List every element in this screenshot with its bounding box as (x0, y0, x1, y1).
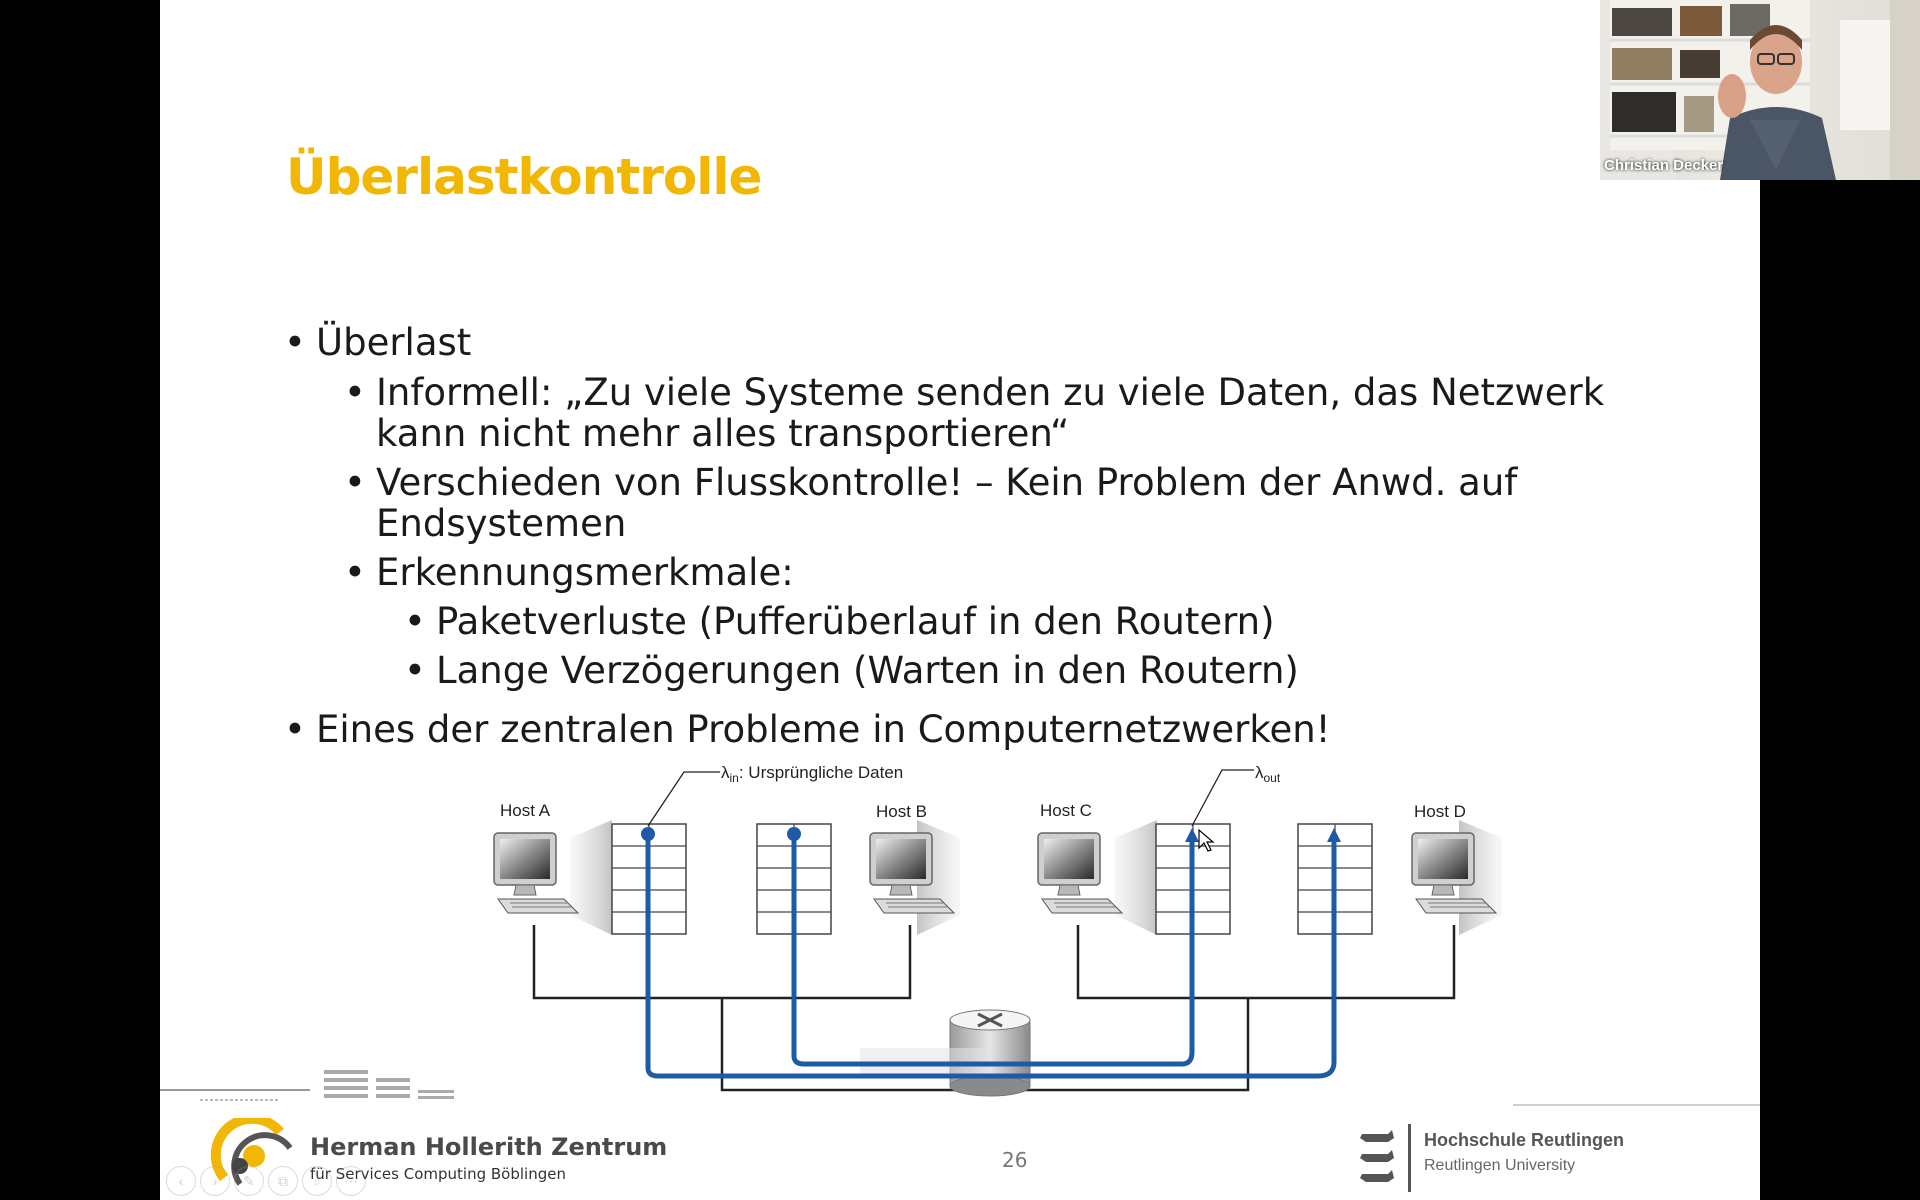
pen-tool-button[interactable]: ✎ (234, 1166, 264, 1196)
host-a-label: Host A (500, 801, 551, 820)
host-a-cone (570, 820, 612, 935)
bookshelf (1610, 0, 1920, 180)
bullet-informell: • Informell: „Zu viele Systeme senden zu… (344, 371, 1605, 455)
footer-building-graphic (160, 1070, 454, 1101)
participant-name: Christian Decker (1604, 157, 1724, 174)
host-c-cone (1115, 820, 1157, 935)
slide-page-number: 26 (1002, 1148, 1028, 1172)
bullet-flusskontrolle: • Verschieden von Flusskontrolle! – Kein… (344, 461, 1518, 545)
network-congestion-diagram: Host A Host B Host C Host D λin: Ursprün… (493, 763, 1502, 1097)
previous-slide-button[interactable]: ‹ (166, 1166, 196, 1196)
video-feed (1600, 0, 1920, 180)
bullet-paketverluste: • Paketverluste (Pufferüberlauf in den R… (404, 600, 1275, 643)
bullet-verzoegerungen: • Lange Verzögerungen (Warten in den Rou… (404, 649, 1299, 692)
host-d-label: Host D (1414, 802, 1466, 821)
presentation-slide: Überlastkontrolle • Überlast • Informell… (160, 0, 1760, 1200)
more-options-button[interactable]: ⋯ (336, 1166, 366, 1196)
university-subtitle: Reutlingen University (1424, 1157, 1576, 1174)
footer-divider (1513, 1104, 1760, 1106)
bullet-zentrale-probleme: • Eines der zentralen Probleme in Comput… (284, 708, 1331, 751)
presenter (1718, 25, 1836, 180)
slide-title: Überlastkontrolle (286, 148, 762, 206)
traffic-flows (645, 834, 1337, 1079)
lambda-out-label: λout (1255, 763, 1281, 785)
university-crest-icon (1360, 1130, 1394, 1182)
slide-overview-button[interactable]: ⧉ (268, 1166, 298, 1196)
hhz-name: Herman Hollerith Zentrum (310, 1133, 668, 1161)
mouse-cursor-icon (1198, 828, 1215, 852)
hhz-logo-icon (210, 1118, 293, 1186)
bullet-erkennungsmerkmale: • Erkennungsmerkmale: (344, 551, 794, 594)
next-slide-button[interactable]: › (200, 1166, 230, 1196)
participant-video-tile[interactable]: Christian Decker (1600, 0, 1920, 180)
router-icon (860, 1009, 1031, 1097)
bullet-ueberlast: • Überlast (284, 321, 472, 364)
lambda-in-label: λin: Ursprüngliche Daten (721, 763, 903, 785)
host-b-label: Host B (876, 802, 927, 821)
slide-nav-controls: ‹ › ✎ ⧉ ⌕ ⋯ (166, 1166, 366, 1196)
zoom-button[interactable]: ⌕ (302, 1166, 332, 1196)
hhz-subtitle: für Services Computing Böblingen (310, 1165, 566, 1183)
host-c-label: Host C (1040, 801, 1092, 820)
university-name: Hochschule Reutlingen (1424, 1130, 1625, 1150)
host-c-computer-icon (1037, 832, 1123, 914)
university-divider (1408, 1124, 1411, 1192)
host-a-computer-icon (493, 832, 579, 914)
